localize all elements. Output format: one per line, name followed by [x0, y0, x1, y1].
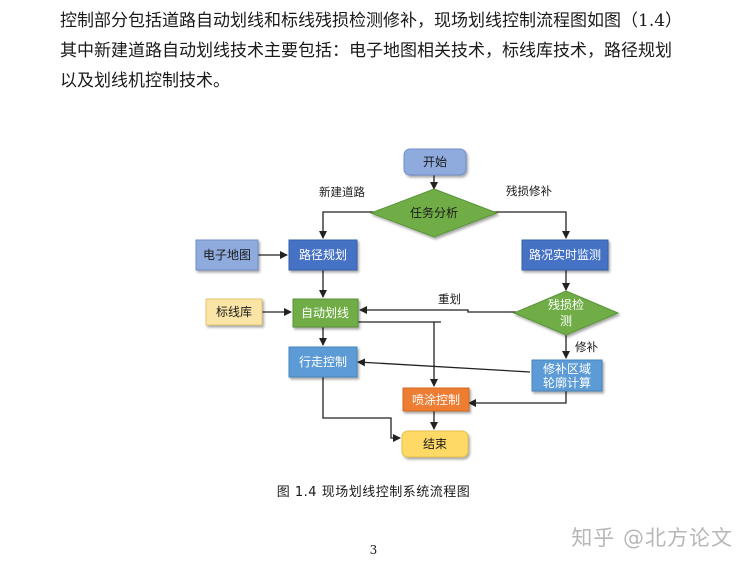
repair-calc-label-2: 轮廓计算	[543, 375, 591, 390]
spray-control-node	[402, 387, 470, 412]
e-map-node	[195, 239, 259, 271]
edge-label-redraw: 重划	[438, 292, 461, 306]
start-node	[403, 148, 467, 176]
travel-control-node	[288, 346, 358, 378]
marking-lib-label: 标线库	[216, 304, 252, 319]
edge-redraw	[359, 306, 516, 314]
body-paragraph: 控制部分包括道路自动划线和标线残损检测修补，现场划线控制流程图如图（1.4） 其…	[60, 6, 747, 96]
road-monitor-label: 路况实时监测	[529, 247, 601, 262]
edge-label-damage-repair: 残损修补	[506, 184, 552, 198]
edge-label-repair: 修补	[575, 340, 598, 354]
spray-control-label: 喷涂控制	[412, 392, 460, 407]
damage-detect-label-1: 残损检	[548, 297, 584, 312]
auto-marking-node	[292, 298, 359, 328]
task-analysis-node	[369, 188, 499, 238]
end-node	[401, 430, 469, 458]
marking-lib-node	[205, 298, 263, 326]
path-planning-label: 路径规划	[299, 247, 347, 262]
watermark: 知乎 @北方论文	[571, 526, 733, 550]
repair-calc-label-1: 修补区域	[543, 361, 591, 376]
edge-repair-spray	[468, 391, 567, 407]
paragraph-line: 其中新建道路自动划线技术主要包括：电子地图相关技术，标线库技术，路径规划	[60, 41, 672, 61]
edge-task-path	[319, 211, 377, 239]
page-number: 3	[369, 543, 378, 557]
start-label: 开始	[423, 155, 447, 169]
end-label: 结束	[423, 437, 447, 451]
edge-label-new-road: 新建道路	[319, 185, 365, 199]
paragraph-line: 控制部分包括道路自动划线和标线残损检测修补，现场划线控制流程图如图（1.4）	[60, 11, 683, 31]
road-monitor-node	[521, 239, 609, 271]
path-planning-node	[288, 239, 358, 271]
damage-detect-node	[512, 290, 620, 336]
figure-caption: 图 1.4 现场划线控制系统流程图	[276, 485, 471, 500]
edge-repair-travel	[357, 358, 531, 373]
travel-control-label: 行走控制	[299, 355, 347, 369]
damage-detect-label-2: 测	[560, 314, 572, 328]
repair-calc-node	[531, 359, 603, 392]
task-analysis-label: 任务分析	[410, 205, 458, 220]
e-map-label: 电子地图	[203, 248, 251, 262]
auto-marking-label: 自动划线	[301, 306, 349, 320]
edge-task-monitor	[491, 211, 570, 239]
edge-travel-end	[322, 377, 401, 442]
paragraph-line: 以及划线机控制技术。	[60, 71, 230, 91]
